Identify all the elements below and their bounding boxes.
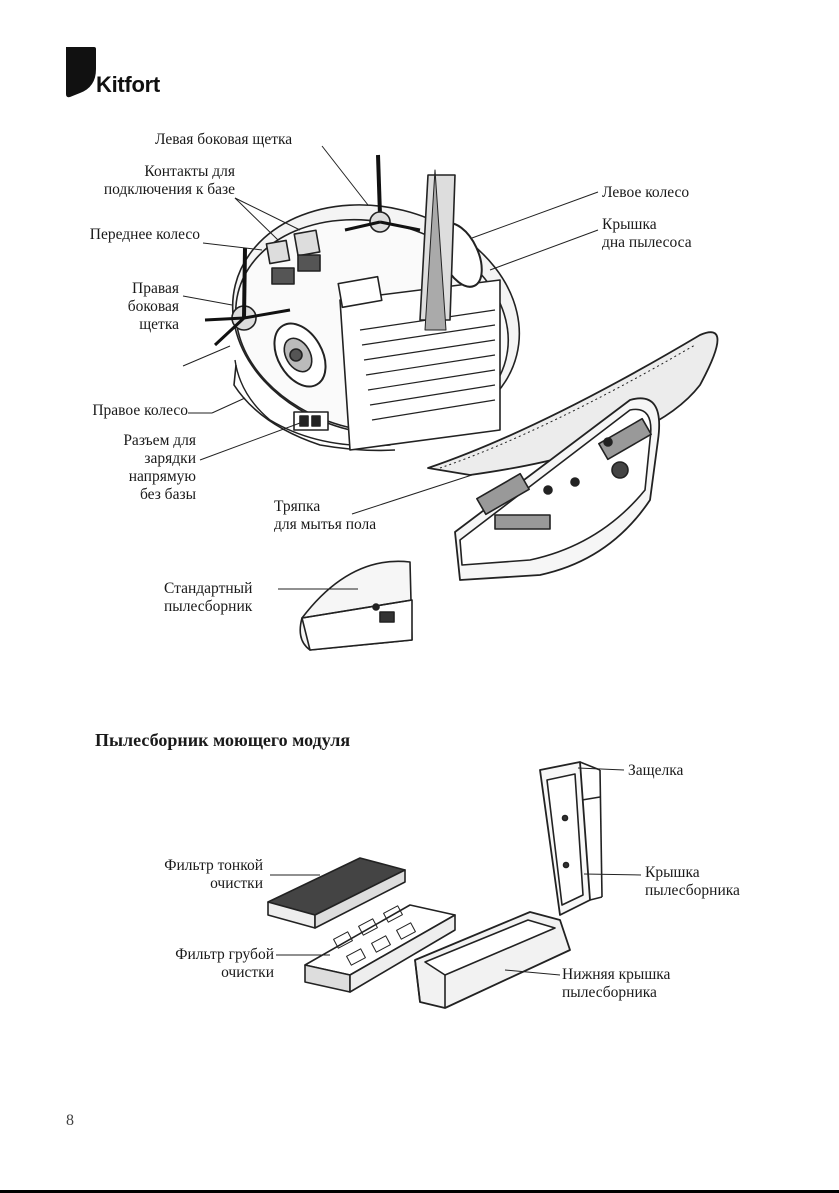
label-left-side-brush: Левая боковая щетка [155, 131, 293, 148]
label-base-contacts-line2: подключения к базе [103, 181, 235, 198]
label-left-wheel: Левое колесо [602, 184, 690, 201]
label-lower-cover-line1: Нижняя крышка [562, 966, 671, 983]
label-mop-cloth-line2: для мытья пола [274, 516, 377, 533]
label-bottom-cover-line2: дна пылесоса [602, 234, 692, 251]
label-charging-socket-line2: зарядки [144, 450, 196, 467]
label-mop-cloth-line1: Тряпка [274, 498, 321, 515]
label-standard-dustbin-line1: Стандартный [164, 580, 253, 597]
brand-name: Kitfort [96, 72, 160, 97]
label-right-side-brush-line3: щетка [139, 316, 179, 333]
label-latch: Защелка [628, 762, 684, 779]
bottom-border [0, 1190, 839, 1193]
label-charging-socket-line3: напрямую [128, 468, 196, 485]
label-charging-socket-line1: Разъем для [123, 432, 196, 449]
label-front-wheel: Переднее колесо [89, 226, 200, 243]
label-base-contacts-line1: Контакты для [144, 163, 235, 180]
label-coarse-filter-line1: Фильтр грубой [175, 946, 274, 963]
label-fine-filter-line2: очистки [210, 875, 263, 892]
label-right-side-brush-line2: боковая [127, 298, 179, 315]
label-lower-cover-line2: пылесборника [562, 984, 657, 1001]
label-dustbin-cover-line1: Крышка [645, 864, 700, 881]
label-right-wheel: Правое колесо [92, 402, 188, 419]
label-coarse-filter-line2: очистки [221, 964, 274, 981]
page-number: 8 [66, 1112, 74, 1129]
label-dustbin-cover-line2: пылесборника [645, 882, 740, 899]
kitfort-leaf-logo-icon [66, 47, 96, 98]
label-right-side-brush-line1: Правая [132, 280, 179, 297]
label-charging-socket-line4: без базы [139, 486, 196, 503]
section-title: Пылесборник моющего модуля [95, 730, 351, 750]
label-bottom-cover-line1: Крышка [602, 216, 657, 233]
label-standard-dustbin-line2: пылесборник [164, 598, 253, 615]
label-fine-filter-line1: Фильтр тонкой [164, 857, 263, 874]
